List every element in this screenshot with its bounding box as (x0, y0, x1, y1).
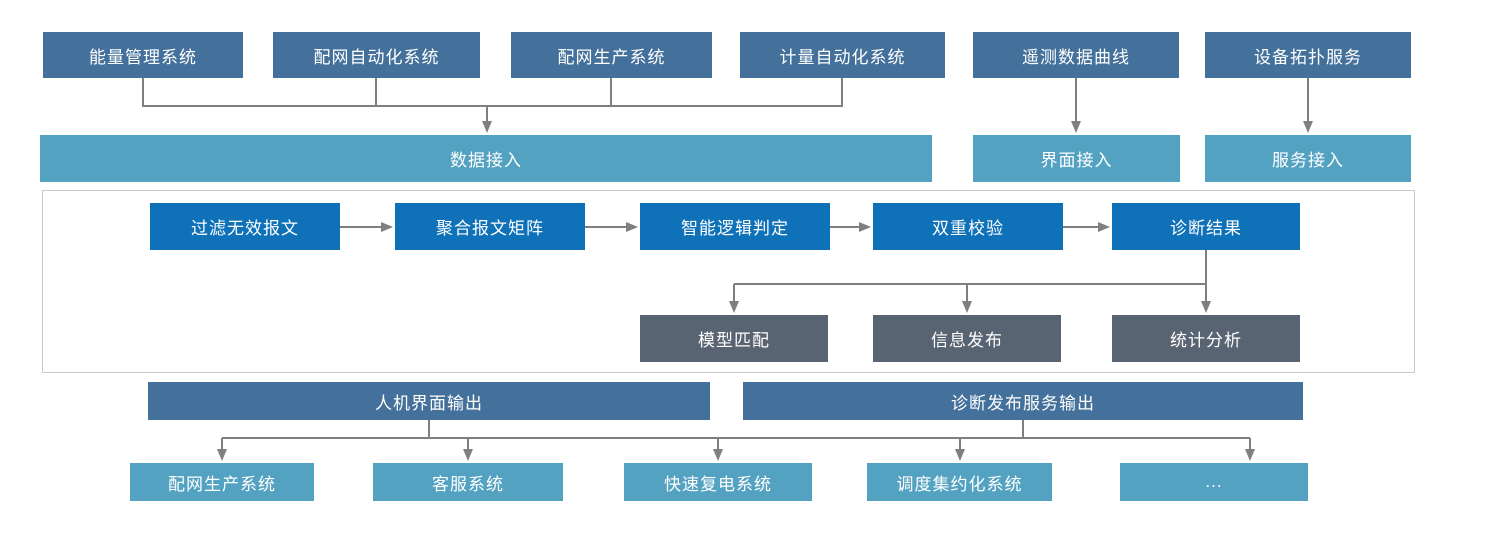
module-model-matching: 模型匹配 (640, 315, 828, 362)
bar-hmi-output: 人机界面输出 (148, 382, 710, 420)
bar-service-access: 服务接入 (1205, 135, 1411, 182)
module-statistical-analysis: 统计分析 (1112, 315, 1300, 362)
flow-double-verification: 双重校验 (873, 203, 1063, 250)
node-distribution-automation-system: 配网自动化系统 (273, 32, 480, 78)
module-information-release: 信息发布 (873, 315, 1061, 362)
bar-interface-access: 界面接入 (973, 135, 1180, 182)
flow-filter-invalid-messages: 过滤无效报文 (150, 203, 340, 250)
node-device-topology-service: 设备拓扑服务 (1205, 32, 1411, 78)
target-more-systems: ... (1120, 463, 1308, 501)
target-dispatch-intensive-system: 调度集约化系统 (867, 463, 1052, 501)
node-telemetry-data-curve: 遥测数据曲线 (973, 32, 1179, 78)
target-distribution-production-system: 配网生产系统 (130, 463, 314, 501)
flow-aggregate-message-matrix: 聚合报文矩阵 (395, 203, 585, 250)
target-customer-service-system: 客服系统 (373, 463, 563, 501)
target-fast-power-restoration-system: 快速复电系统 (624, 463, 812, 501)
flow-diagnosis-result: 诊断结果 (1112, 203, 1300, 250)
flow-intelligent-logic-judgment: 智能逻辑判定 (640, 203, 830, 250)
node-metering-automation-system: 计量自动化系统 (740, 32, 945, 78)
bar-data-access: 数据接入 (40, 135, 932, 182)
node-energy-management-system: 能量管理系统 (43, 32, 243, 78)
node-distribution-production-system: 配网生产系统 (511, 32, 712, 78)
bar-diagnosis-publish-service-output: 诊断发布服务输出 (743, 382, 1303, 420)
